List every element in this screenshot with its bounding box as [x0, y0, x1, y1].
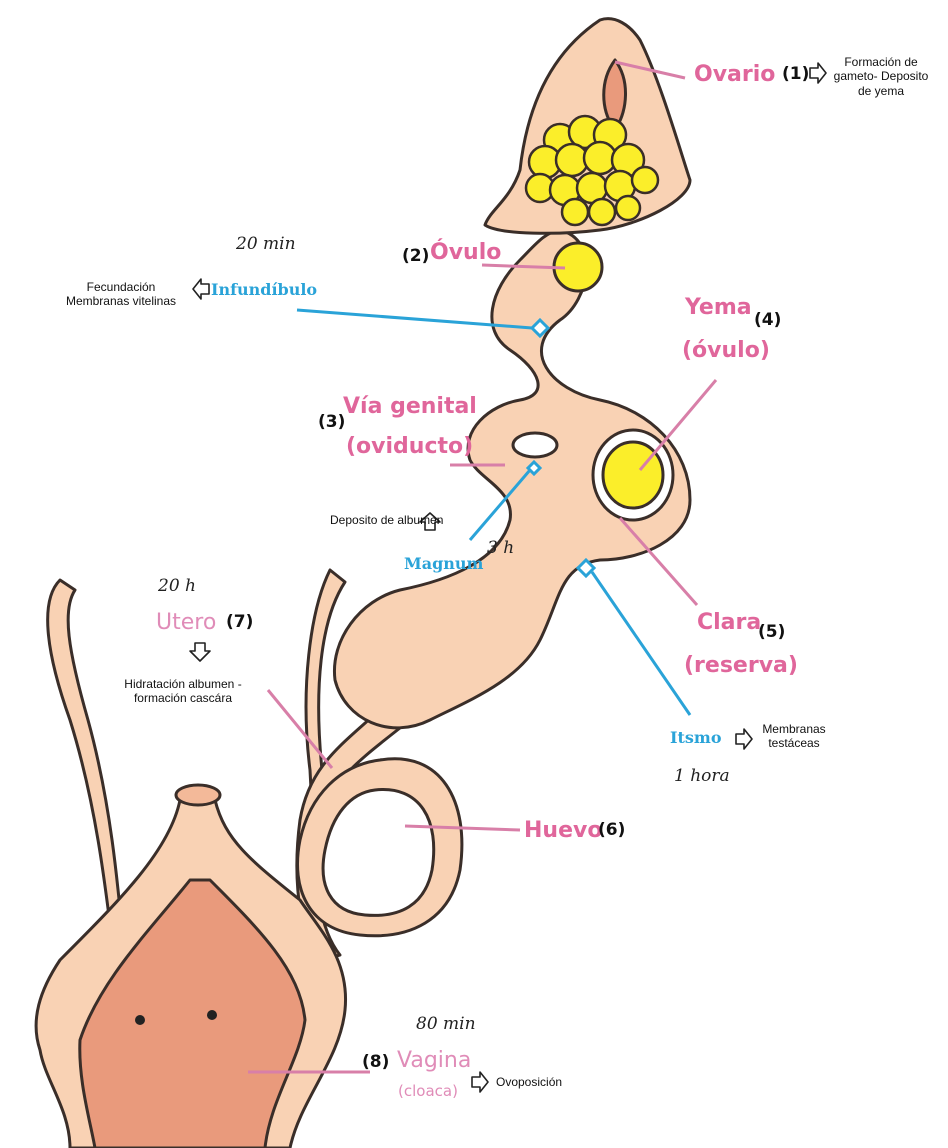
pointer-itsmo [592, 572, 690, 715]
vagina-note: Ovoposición [496, 1075, 562, 1089]
label-ovulo: Óvulo [430, 242, 501, 264]
label-via-genital: Vía genital [343, 396, 477, 418]
utero-note-line-1: Hidratación albumen - [98, 677, 268, 691]
magnum-note: Deposito de albumen [330, 513, 443, 527]
label-clara-reserva: (reserva) [684, 655, 798, 677]
hollow-arrow-down-icon [190, 643, 210, 661]
ovario-note-line-2: gameto- Deposito [826, 69, 936, 83]
number-2: (2) [402, 248, 429, 265]
cloaca-dot-right [207, 1010, 217, 1020]
utero-note: Hidratación albumen - formación cascára [98, 677, 268, 706]
time-magnum: 3 h [487, 540, 514, 557]
ovario-note-line-3: de yema [826, 84, 936, 98]
number-1: (1) [782, 66, 809, 83]
oviduct-loop-hole [513, 433, 557, 457]
label-vagina: Vagina [397, 1050, 471, 1072]
number-4: (4) [754, 312, 781, 329]
number-8: (8) [362, 1054, 389, 1071]
label-infundibulo: Infundíbulo [211, 282, 317, 298]
time-infundibulo: 20 min [236, 236, 296, 253]
itsmo-note-line-1: Membranas [754, 722, 834, 736]
utero-note-line-2: formación cascára [98, 691, 268, 705]
infundibulo-note-line-1: Fecundación [46, 280, 196, 294]
number-5: (5) [758, 624, 785, 641]
pointer-utero [268, 690, 332, 768]
itsmo-note-line-2: testáceas [754, 736, 834, 750]
label-yema: Yema [685, 297, 752, 319]
number-6: (6) [598, 822, 625, 839]
label-cloaca: (cloaca) [398, 1084, 458, 1099]
label-magnum: Magnum [404, 556, 483, 572]
time-itsmo: 1 hora [674, 768, 730, 785]
infundibulo-note-line-2: Membranas vitelinas [46, 294, 196, 308]
number-7: (7) [226, 614, 253, 631]
time-vagina: 80 min [416, 1016, 476, 1033]
cloaca-opening [176, 785, 220, 805]
cloaca-dot-left [135, 1015, 145, 1025]
label-itsmo: Itsmo [670, 730, 721, 746]
itsmo-note: Membranas testáceas [754, 722, 834, 751]
hollow-arrow-right-icon [810, 63, 826, 83]
label-huevo: Huevo [524, 820, 602, 842]
label-ovario: Ovario [694, 64, 775, 86]
number-3: (3) [318, 414, 345, 431]
label-clara: Clara [697, 612, 761, 634]
label-yema-ovulo: (óvulo) [682, 340, 770, 362]
infundibulo-note: Fecundación Membranas vitelinas [46, 280, 196, 309]
time-utero: 20 h [158, 578, 196, 595]
hollow-arrow-right-icon [472, 1072, 488, 1092]
ovario-note-line-1: Formación de [826, 55, 936, 69]
label-oviducto: (oviducto) [346, 436, 473, 458]
hollow-arrow-right-icon [736, 729, 752, 749]
ovario-note: Formación de gameto- Deposito de yema [826, 55, 936, 98]
label-utero: Utero [156, 612, 216, 634]
